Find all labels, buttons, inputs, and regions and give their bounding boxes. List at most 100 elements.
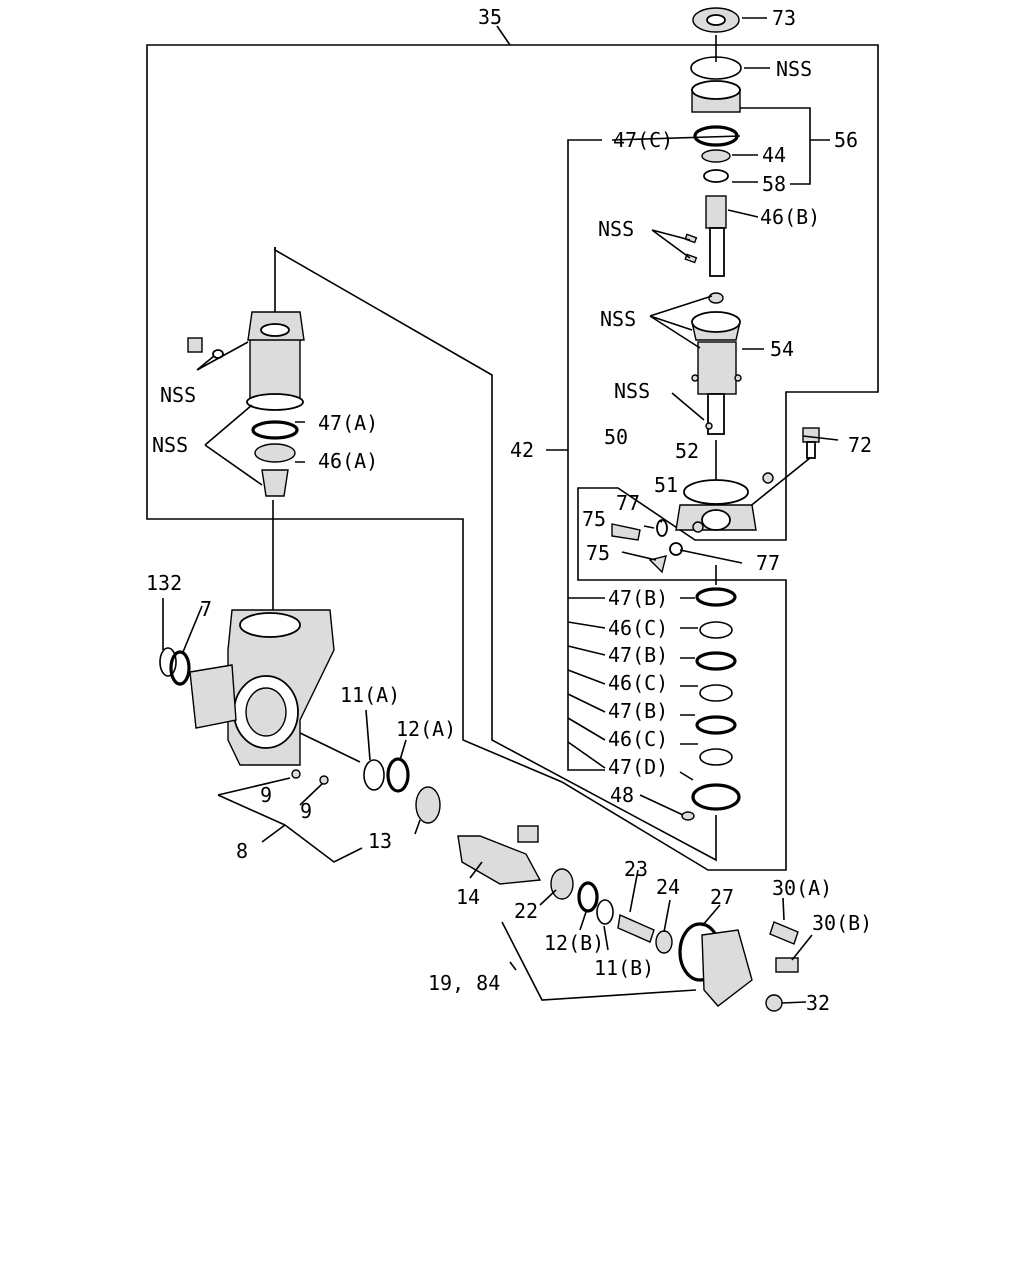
part-9-screw-b	[319, 775, 329, 785]
label-51: 51	[654, 473, 678, 497]
label-46a: 46(A)	[318, 449, 378, 473]
bracket-42	[567, 139, 605, 771]
part-47b-oring-2	[695, 651, 737, 671]
label-nss-seal: NSS	[152, 433, 188, 457]
part-46a-ring	[254, 443, 296, 463]
label-23: 23	[624, 857, 648, 881]
part-13-bearing	[415, 786, 441, 824]
label-9a: 9	[260, 783, 272, 807]
label-52: 52	[675, 439, 699, 463]
label-14: 14	[456, 885, 480, 909]
label-35: 35	[478, 5, 502, 29]
label-nss-b: NSS	[600, 307, 636, 331]
label-47b-2: 47(B)	[608, 643, 668, 667]
label-22: 22	[514, 899, 538, 923]
axis-left	[272, 247, 276, 612]
part-14-pinion-shaft	[457, 835, 542, 885]
part-nss-snap-ring	[690, 56, 742, 80]
part-7-ring	[169, 650, 191, 686]
part-48-plug	[681, 811, 695, 821]
part-77-washer-b	[669, 542, 683, 556]
label-7: 7	[200, 597, 212, 621]
part-30b-bolt	[775, 957, 799, 973]
part-24-nut	[655, 930, 673, 954]
label-48: 48	[610, 783, 634, 807]
label-44: 44	[762, 143, 786, 167]
label-nss-c: NSS	[614, 379, 650, 403]
part-nss-bolt	[187, 337, 203, 353]
part-75-fitting-a	[611, 523, 641, 541]
label-nss-bolt: NSS	[160, 383, 196, 407]
part-cover-plate	[701, 929, 753, 1007]
part-47a-oring	[251, 420, 299, 440]
part-44-seal	[701, 149, 731, 163]
part-nss-pin-3	[705, 422, 713, 430]
label-12b: 12(B)	[544, 931, 604, 955]
label-13: 13	[368, 829, 392, 853]
label-nss-top: NSS	[776, 57, 812, 81]
label-77b: 77	[756, 551, 780, 575]
part-12a-seal	[386, 757, 410, 793]
label-77a: 77	[616, 491, 640, 515]
label-32: 32	[806, 991, 830, 1015]
label-11b: 11(B)	[594, 956, 654, 980]
ticks-42	[567, 597, 606, 769]
label-11a: 11(A)	[340, 683, 400, 707]
part-9-screw-a	[291, 769, 301, 779]
label-54: 54	[770, 337, 794, 361]
part-46c-ring-3	[699, 748, 733, 766]
label-75b: 75	[586, 541, 610, 565]
label-58: 58	[762, 172, 786, 196]
label-46c-2: 46(C)	[608, 671, 668, 695]
part-52-plug	[762, 472, 774, 484]
label-46b: 46(B)	[760, 205, 820, 229]
outline-35	[146, 44, 879, 871]
part-132-seal	[159, 647, 177, 677]
label-75a: 75	[582, 507, 606, 531]
part-72-bolt	[802, 427, 820, 443]
label-47a: 47(A)	[318, 411, 378, 435]
part-46c-ring-2	[699, 684, 733, 702]
label-12a: 12(A)	[396, 717, 456, 741]
label-72: 72	[848, 433, 872, 457]
label-73: 73	[772, 6, 796, 30]
label-50: 50	[604, 425, 628, 449]
label-46c-3: 46(C)	[608, 727, 668, 751]
part-30a-bolt	[769, 921, 799, 945]
part-11b-snap-ring	[596, 899, 614, 925]
label-47c: 47(C)	[613, 128, 673, 152]
label-9b: 9	[300, 799, 312, 823]
part-12b-seal	[577, 881, 599, 913]
part-nss-pin-1	[684, 233, 698, 244]
part-piston	[249, 329, 301, 403]
part-46b-sleeve	[705, 195, 727, 229]
label-46c-1: 46(C)	[608, 616, 668, 640]
part-valve-stem	[709, 227, 725, 277]
label-19-84: 19, 84	[428, 971, 500, 995]
part-47b-oring-3	[695, 715, 737, 735]
label-47d: 47(D)	[608, 755, 668, 779]
part-32-nut	[765, 994, 783, 1012]
part-47d-oring	[691, 783, 741, 811]
label-30b: 30(B)	[812, 911, 872, 935]
label-47b-3: 47(B)	[608, 699, 668, 723]
label-47b-1: 47(B)	[608, 586, 668, 610]
part-nss-seal	[261, 469, 289, 497]
part-46c-ring-1	[699, 621, 733, 639]
leader-35	[496, 25, 511, 46]
part-47b-oring-1	[695, 587, 737, 607]
bracket-56	[738, 107, 830, 185]
part-housing-side	[189, 664, 237, 729]
part-77-washer-a	[656, 519, 668, 537]
label-56: 56	[834, 128, 858, 152]
label-24: 24	[656, 875, 680, 899]
label-27: 27	[710, 885, 734, 909]
label-132: 132	[146, 571, 182, 595]
label-8: 8	[236, 839, 248, 863]
part-22-bearing	[550, 868, 574, 900]
part-nss-ball	[708, 292, 724, 304]
part-23-screw	[617, 913, 655, 943]
part-58-ring	[703, 169, 729, 183]
